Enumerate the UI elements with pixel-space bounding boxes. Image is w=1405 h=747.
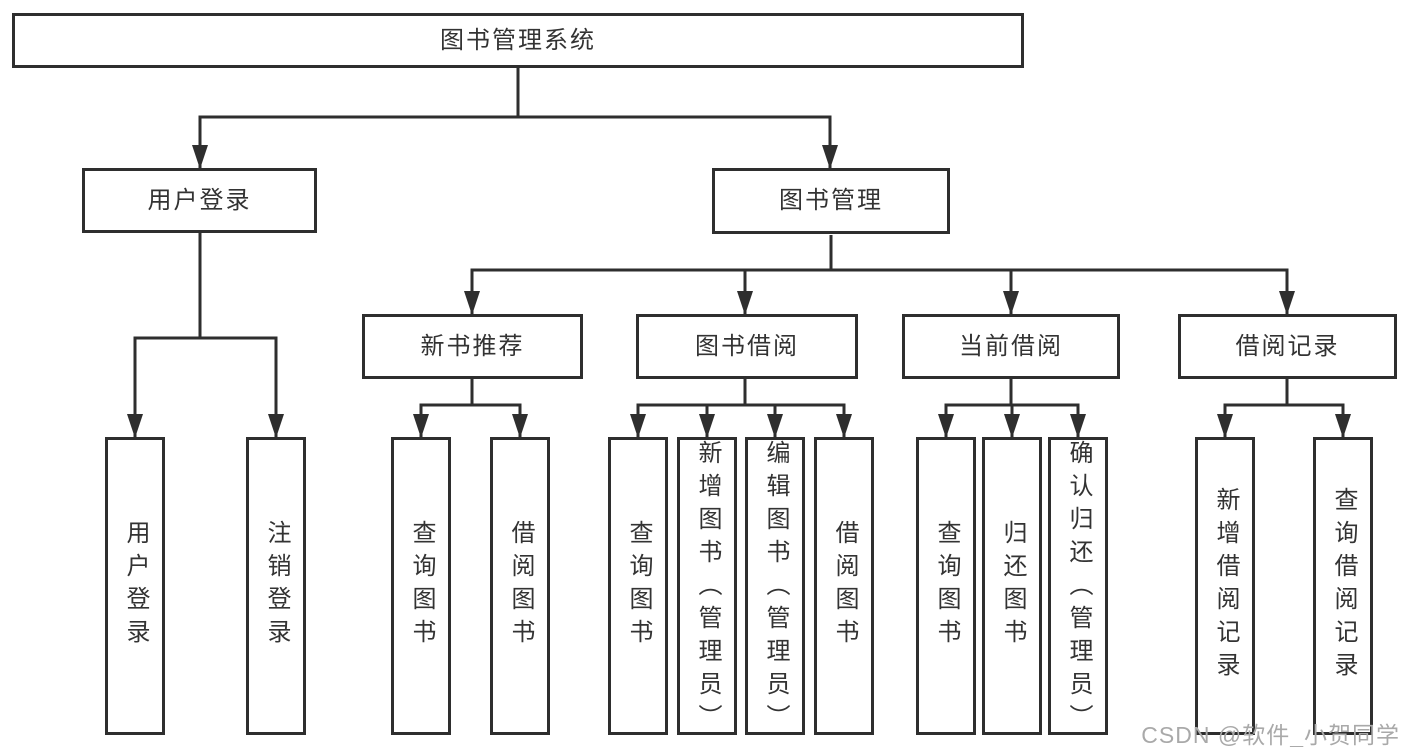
node-book-borrow: 图书借阅 — [636, 314, 858, 379]
node-new-book-recommend-label: 新书推荐 — [420, 332, 525, 360]
node-root-system: 图书管理系统 — [12, 13, 1024, 68]
node-book-borrow-label: 图书借阅 — [695, 332, 799, 360]
leaf-query-books-3-label: 查询图书 — [933, 520, 960, 652]
leaf-return-books: 归还图书 — [982, 437, 1042, 735]
leaf-add-borrow-record: 新增借阅记录 — [1195, 437, 1255, 735]
leaf-edit-books-admin-label: 编辑图书（管理员） — [762, 440, 789, 737]
node-root-system-label: 图书管理系统 — [440, 26, 596, 54]
leaf-borrow-books-2-label: 借阅图书 — [831, 520, 858, 652]
node-book-management: 图书管理 — [712, 168, 950, 234]
csdn-watermark: CSDN @软件_小贺同学 — [1141, 722, 1400, 747]
node-borrow-records: 借阅记录 — [1178, 314, 1397, 379]
leaf-return-books-label: 归还图书 — [999, 520, 1026, 652]
leaf-user-login: 用户登录 — [105, 437, 165, 735]
leaf-query-borrow-record: 查询借阅记录 — [1313, 437, 1373, 735]
leaf-query-books-1-label: 查询图书 — [408, 520, 435, 652]
leaf-logout-label: 注销登录 — [263, 520, 290, 652]
node-user-login-label: 用户登录 — [147, 186, 252, 214]
leaf-query-books-2-label: 查询图书 — [625, 520, 652, 652]
leaf-borrow-books-1-label: 借阅图书 — [507, 520, 534, 652]
leaf-borrow-books-2: 借阅图书 — [814, 437, 874, 735]
leaf-edit-books-admin: 编辑图书（管理员） — [745, 437, 805, 737]
leaf-add-books-admin-label: 新增图书（管理员） — [694, 440, 721, 737]
leaf-query-borrow-record-label: 查询借阅记录 — [1330, 487, 1357, 685]
leaf-add-borrow-record-label: 新增借阅记录 — [1212, 487, 1239, 685]
node-borrow-records-label: 借阅记录 — [1235, 332, 1340, 360]
leaf-borrow-books-1: 借阅图书 — [490, 437, 550, 735]
leaf-user-login-label: 用户登录 — [122, 520, 149, 652]
leaf-query-books-3: 查询图书 — [916, 437, 976, 735]
node-current-borrow: 当前借阅 — [902, 314, 1120, 379]
node-user-login: 用户登录 — [82, 168, 317, 233]
node-current-borrow-label: 当前借阅 — [959, 332, 1063, 360]
leaf-confirm-return-admin: 确认归还（管理员） — [1048, 437, 1108, 737]
node-book-management-label: 图书管理 — [779, 187, 883, 214]
leaf-logout: 注销登录 — [246, 437, 306, 735]
leaf-query-books-1: 查询图书 — [391, 437, 451, 735]
leaf-query-books-2: 查询图书 — [608, 437, 668, 735]
leaf-add-books-admin: 新增图书（管理员） — [677, 437, 737, 737]
node-new-book-recommend: 新书推荐 — [362, 314, 583, 379]
leaf-confirm-return-admin-label: 确认归还（管理员） — [1065, 440, 1092, 737]
